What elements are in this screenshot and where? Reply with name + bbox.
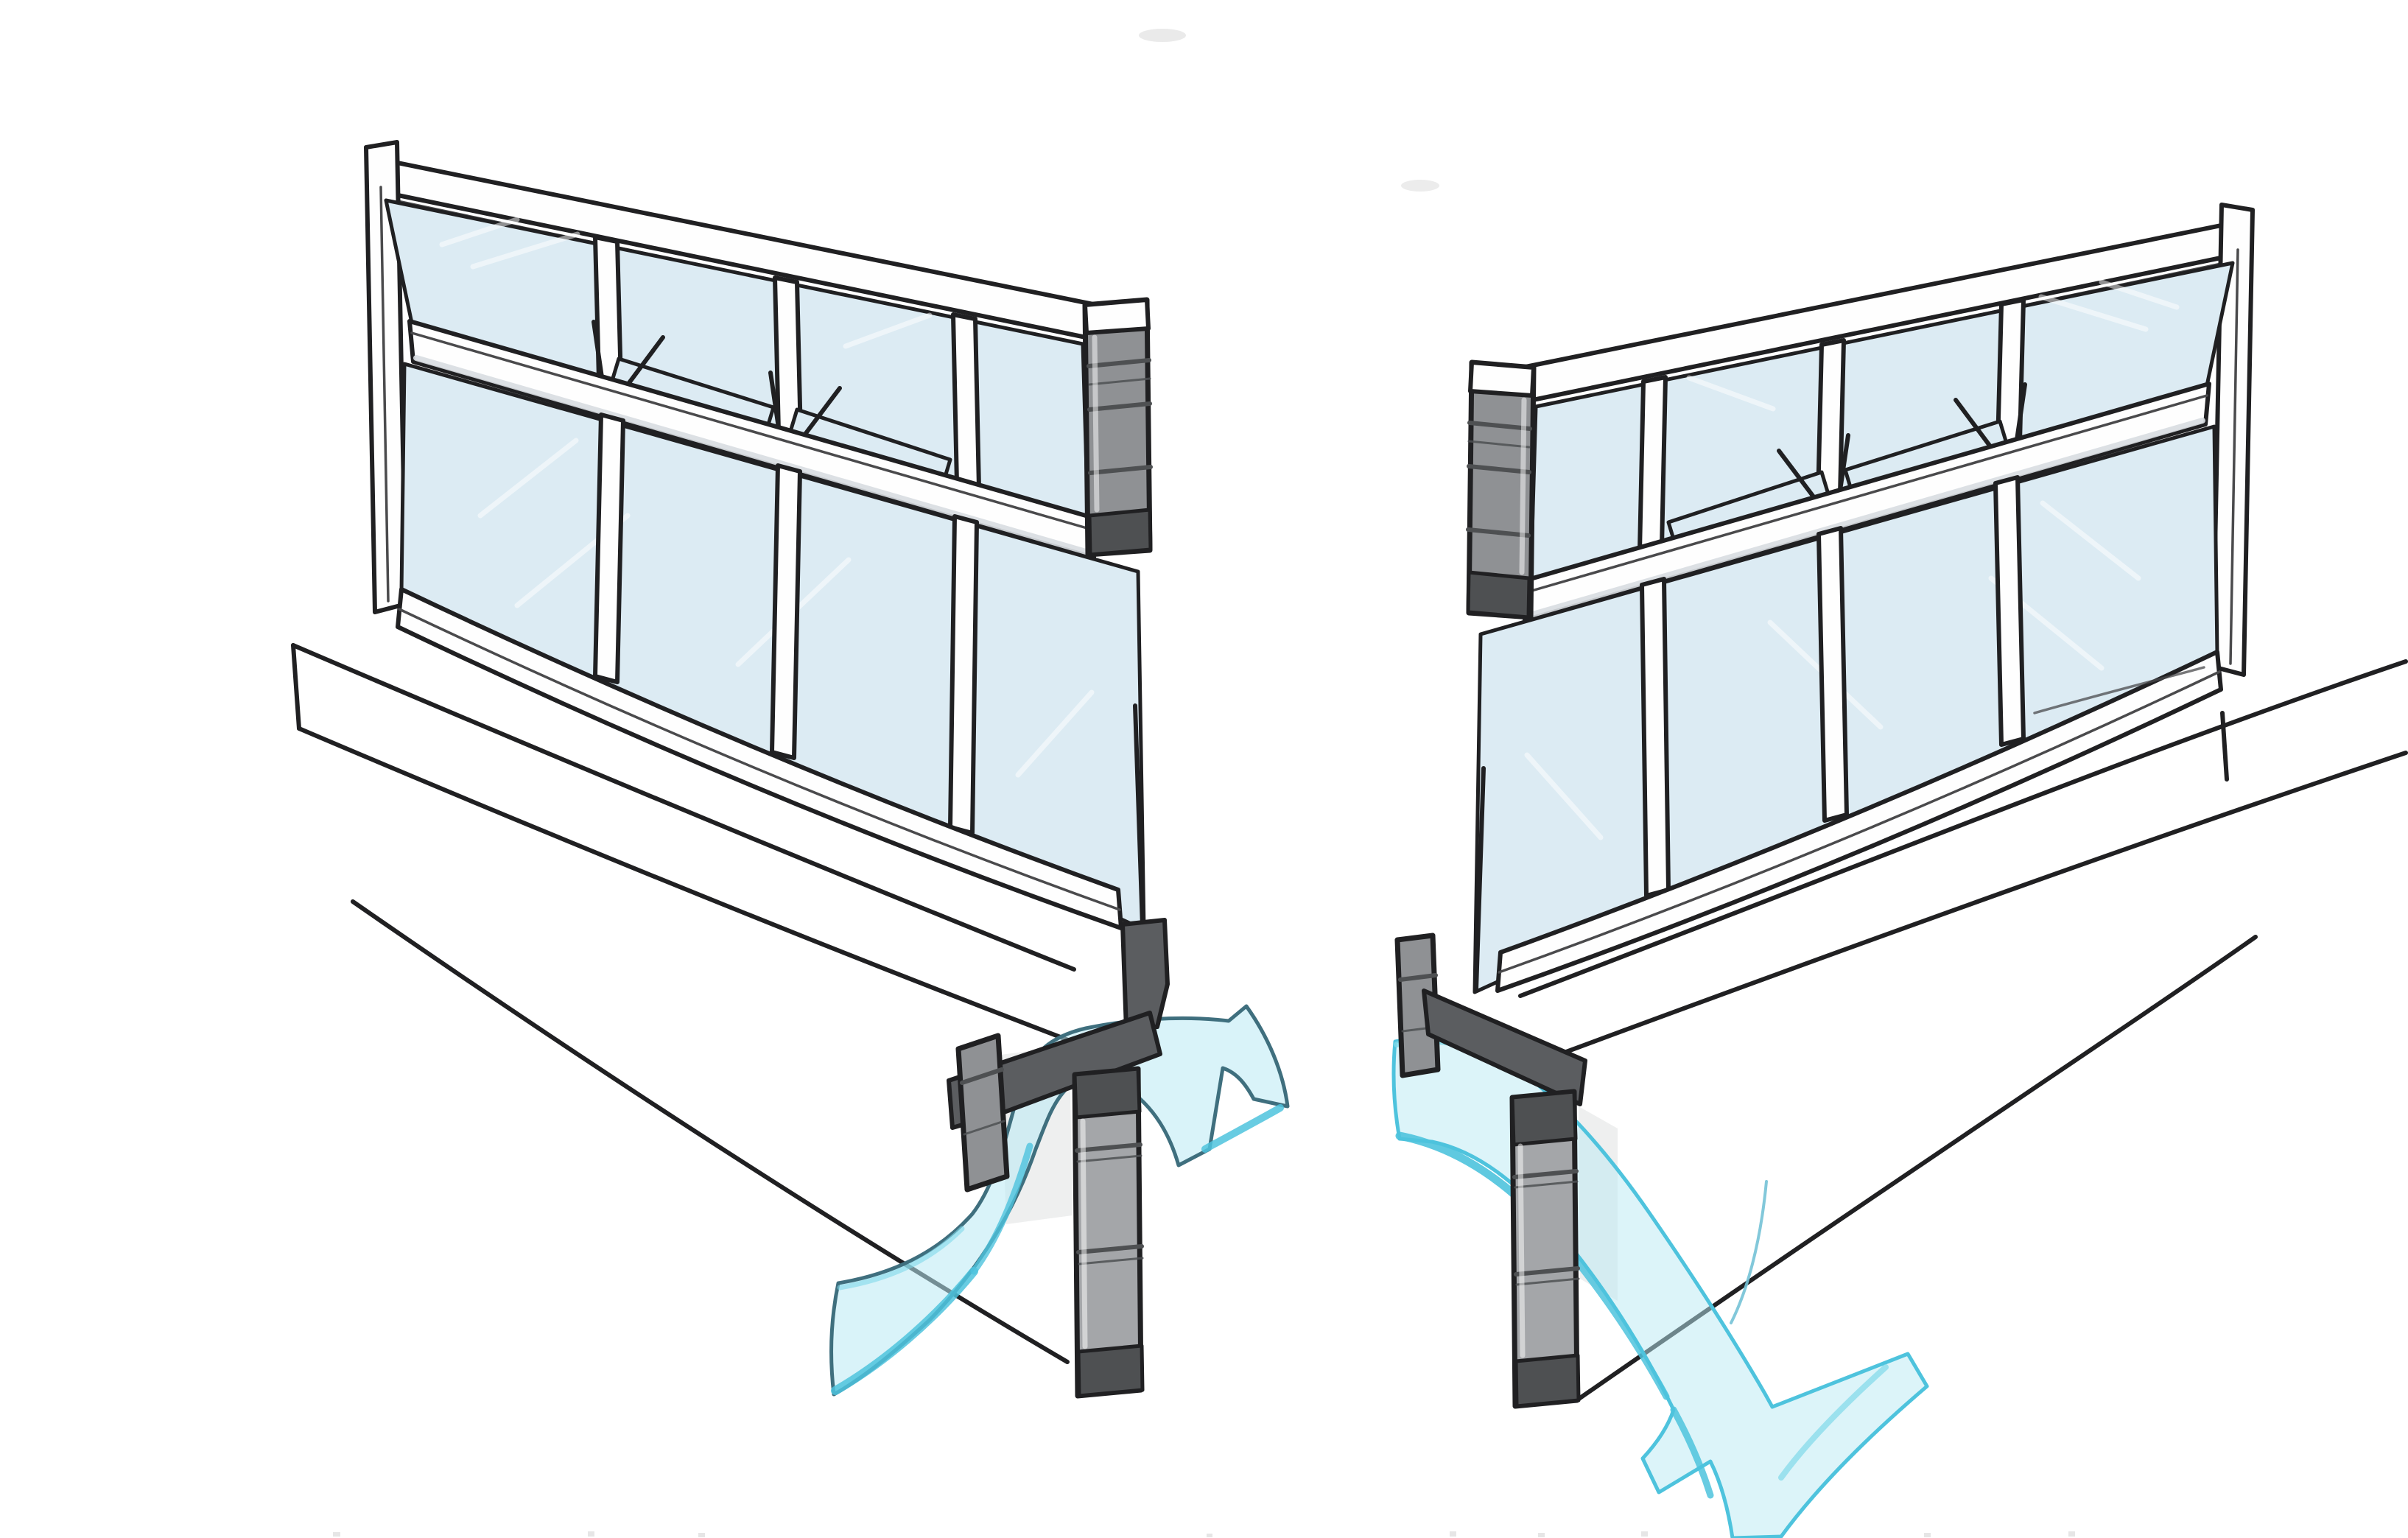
right-sill-bracket bbox=[1394, 933, 1587, 1106]
seat-line-through-glass bbox=[2033, 666, 2205, 714]
ribbon-edge-accent bbox=[970, 1142, 1033, 1275]
lower-column-foot bbox=[1076, 1344, 1145, 1398]
bracket-leg bbox=[1422, 989, 1587, 1106]
ledge-end-cap bbox=[2220, 711, 2229, 782]
ribbon-edge-accent bbox=[1670, 1406, 1714, 1499]
bracket-flange bbox=[955, 1033, 1010, 1193]
ground-line bbox=[351, 899, 1070, 1364]
ledge-bottom-edge bbox=[297, 726, 1086, 1048]
bracket-flange bbox=[1394, 933, 1441, 1078]
airflow-arrow-right-icon bbox=[1391, 1036, 1929, 1538]
left-ledge bbox=[291, 643, 1086, 1364]
lower-column-top-band bbox=[1510, 1089, 1578, 1147]
ledge-bottom-edge bbox=[1524, 751, 2408, 1069]
arrowhead-edge-accent bbox=[1778, 1364, 1889, 1481]
airflow-ribbon-right bbox=[1391, 1036, 1929, 1538]
lower-column-hatch bbox=[1075, 1142, 1144, 1254]
ribbon-edge-accent bbox=[837, 1226, 965, 1291]
paper-smudge bbox=[1401, 180, 1439, 192]
bracket-flange-hatch bbox=[960, 1067, 1004, 1085]
lower-column-hatch-thin bbox=[1514, 1180, 1580, 1286]
lower-column-hatch bbox=[1512, 1169, 1580, 1277]
ribbon-edge-accent bbox=[831, 1267, 978, 1395]
right-window-assembly bbox=[1391, 205, 2408, 1538]
ledge-end-cap bbox=[291, 643, 301, 731]
ribbon-fold-line bbox=[1730, 1180, 1768, 1324]
cropped-caption-remnants bbox=[333, 1531, 2075, 1537]
ledge-front-top-edge bbox=[291, 643, 1076, 972]
bracket-flange-hatch-thin bbox=[963, 1120, 1005, 1136]
sill-end-dam bbox=[1120, 918, 1170, 1032]
right-window-wall bbox=[1468, 205, 2253, 992]
lower-column-top-band bbox=[1073, 1067, 1142, 1120]
left-lower-column bbox=[1072, 1066, 1145, 1399]
right-lower-column bbox=[1509, 1089, 1581, 1409]
lower-column-hatch-thin bbox=[1076, 1154, 1144, 1265]
bracket-flange-hatch bbox=[1398, 973, 1438, 982]
left-window-wall bbox=[366, 142, 1151, 930]
lower-column-highlight bbox=[1517, 1143, 1526, 1358]
arrowhead-edge-accent bbox=[1201, 1104, 1284, 1153]
lower-column-highlight bbox=[1080, 1118, 1088, 1349]
left-window-assembly bbox=[291, 142, 1290, 1399]
ledge-front-top-edge bbox=[1518, 659, 2408, 998]
paper-smudge bbox=[1139, 29, 1186, 42]
lower-column-foot bbox=[1514, 1353, 1581, 1408]
